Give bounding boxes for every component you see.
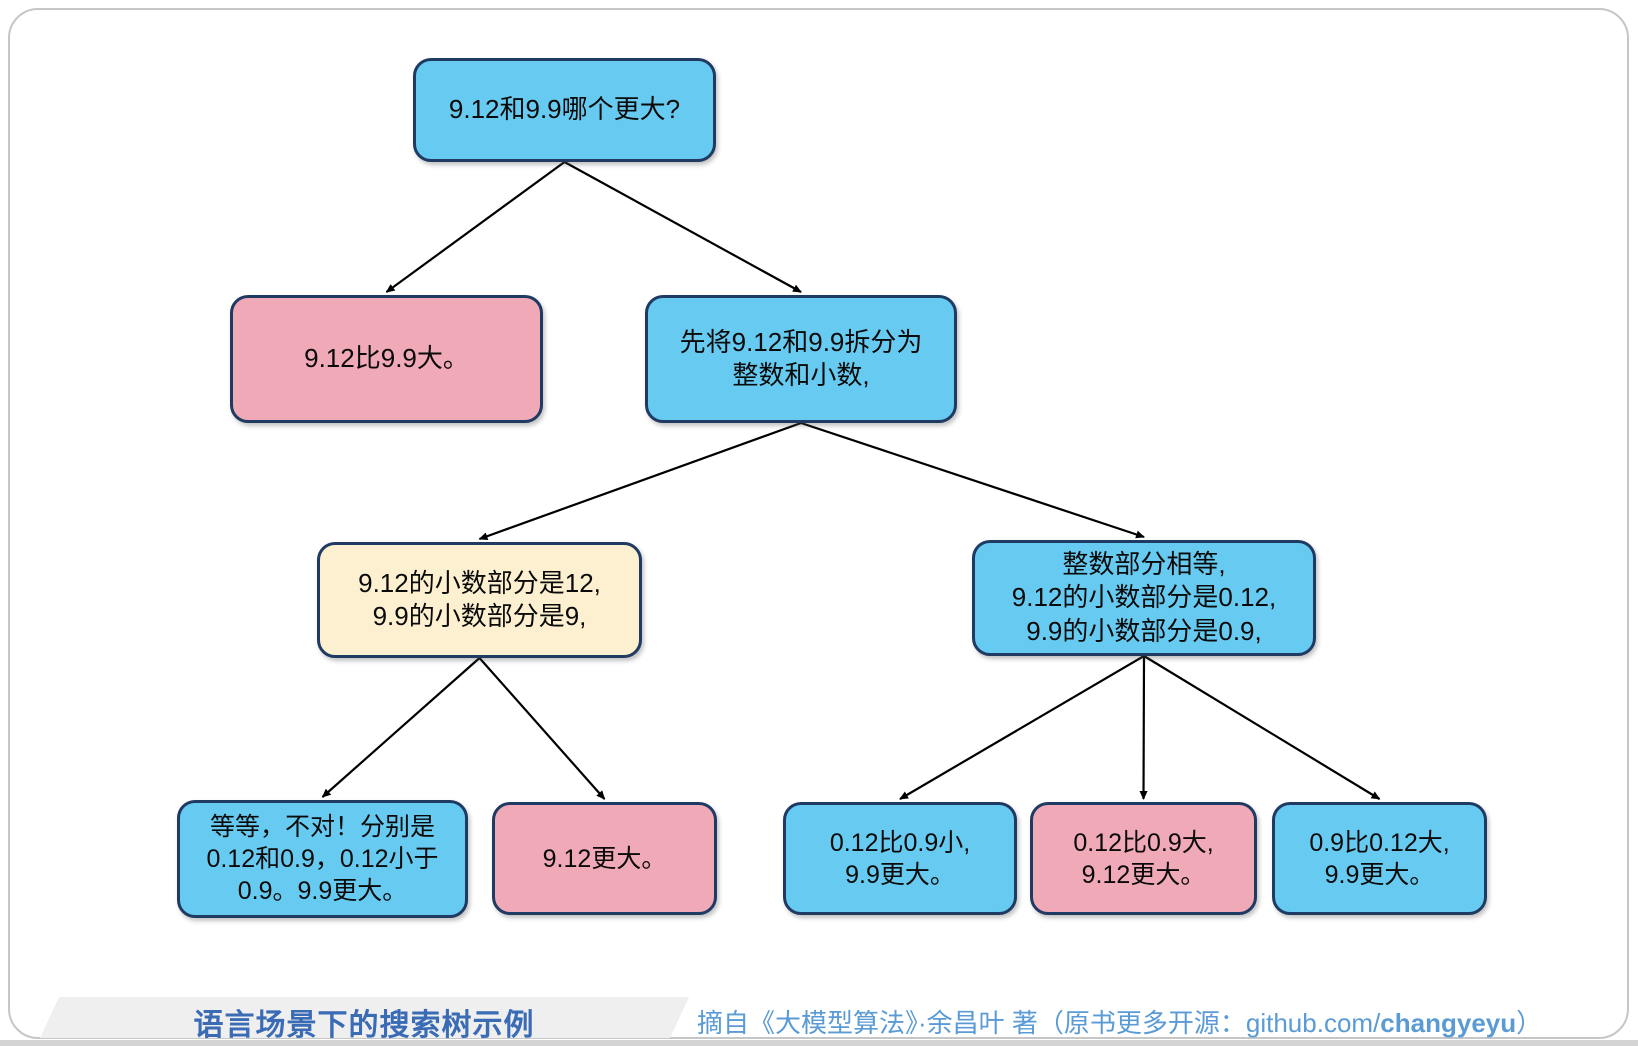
tree-node-root: 9.12和9.9哪个更大? — [413, 58, 716, 162]
footer-caption: 语言场景下的搜索树示例 — [193, 1009, 535, 1042]
footer-source-suffix: ） — [1516, 1008, 1543, 1038]
footer-source: 摘自《大模型算法》·余昌叶 著（原书更多开源：github.com/changy… — [697, 1003, 1627, 1040]
footer-source-text: 摘自《大模型算法》·余昌叶 著（原书更多开源：github.com/ — [697, 1008, 1381, 1038]
tree-node-cmp-wrong: 0.12比0.9大, 9.12更大。 — [1030, 802, 1257, 915]
tree-node-split: 先将9.12和9.9拆分为 整数和小数, — [645, 295, 957, 423]
tree-node-frac-naive: 9.12的小数部分是12, 9.9的小数部分是9, — [317, 542, 642, 658]
tree-node-cmp-small: 0.12比0.9小, 9.9更大。 — [783, 802, 1017, 915]
tree-node-ans-912: 9.12更大。 — [492, 802, 717, 915]
tree-node-ans-direct: 9.12比9.9大。 — [230, 295, 543, 423]
tree-node-cmp-right: 0.9比0.12大, 9.9更大。 — [1272, 802, 1487, 915]
footer-source-handle: changyeyu — [1380, 1008, 1517, 1038]
tree-node-wait-fix: 等等，不对！分别是 0.12和0.9，0.12小于 0.9。9.9更大。 — [177, 800, 468, 918]
frame-shadow — [0, 1040, 1638, 1046]
tree-node-frac-right: 整数部分相等, 9.12的小数部分是0.12, 9.9的小数部分是0.9, — [972, 540, 1316, 656]
